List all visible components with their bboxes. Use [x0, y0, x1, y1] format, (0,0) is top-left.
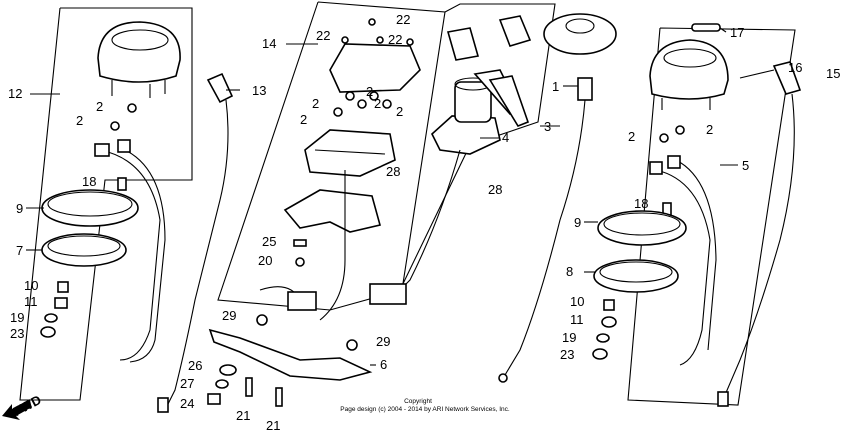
callout-5: 5 [742, 158, 749, 173]
gasket-17 [691, 23, 721, 32]
indicator-panel [304, 129, 396, 177]
callout-18: 18 [82, 174, 96, 189]
callout-2: 2 [366, 84, 373, 99]
callout-2: 2 [396, 104, 403, 119]
meter-ring-7-left [41, 233, 127, 267]
seat-lock-set [446, 15, 532, 61]
meter-bracket-6 [208, 314, 373, 381]
meter-housing-left [97, 21, 181, 98]
callout-12: 12 [8, 86, 22, 101]
small-hardware-left [40, 177, 127, 338]
fuel-filler-cap [543, 13, 617, 55]
callout-24: 24 [180, 396, 194, 411]
meter-ring-8-right [593, 259, 679, 293]
meter-lens-9-right [597, 210, 687, 246]
assembly-frame-left [19, 7, 193, 401]
bracket-hardware [207, 364, 283, 407]
callout-28: 28 [488, 182, 502, 197]
callout-19: 19 [562, 330, 576, 345]
callout-10: 10 [24, 278, 38, 293]
callout-29: 29 [376, 334, 390, 349]
cable-13 [157, 72, 234, 413]
callout-2: 2 [96, 99, 103, 114]
callout-2: 2 [374, 96, 381, 111]
forward-label: FWD [10, 392, 43, 419]
callout-28: 28 [386, 164, 400, 179]
wire-harness-center [259, 170, 346, 321]
callout-18: 18 [634, 196, 648, 211]
cable-1 [498, 77, 593, 383]
callout-3: 3 [544, 119, 551, 134]
callout-22: 22 [396, 12, 410, 27]
callout-14: 14 [262, 36, 276, 51]
callout-23: 23 [10, 326, 24, 341]
callout-9: 9 [16, 201, 23, 216]
copyright-line-2: Page design (c) 2004 - 2014 by ARI Netwo… [340, 406, 510, 413]
ignition-wiring [369, 149, 461, 305]
callout-17: 17 [730, 25, 744, 40]
callout-2: 2 [628, 129, 635, 144]
callout-21: 21 [236, 408, 250, 423]
callout-8: 8 [566, 264, 573, 279]
small-hardware-right [592, 299, 617, 360]
callout-7: 7 [16, 243, 23, 258]
callout-25: 25 [262, 234, 276, 249]
cable-15 [717, 61, 802, 407]
callout-21: 21 [266, 418, 280, 433]
stay-bracket [283, 189, 381, 267]
callout-6: 6 [380, 357, 387, 372]
callout-22: 22 [316, 28, 330, 43]
callout-29: 29 [222, 308, 236, 323]
handlebar-upper-holder [329, 18, 421, 117]
callout-10: 10 [570, 294, 584, 309]
meter-wiring-left [94, 139, 166, 363]
callout-4: 4 [502, 130, 509, 145]
callout-11: 11 [24, 294, 38, 309]
callout-2: 2 [312, 96, 319, 111]
callout-26: 26 [188, 358, 202, 373]
callout-23: 23 [560, 347, 574, 362]
callout-15: 15 [826, 66, 840, 81]
forward-arrow-icon [2, 400, 32, 420]
callout-22: 22 [388, 32, 402, 47]
meter-wiring-right [649, 155, 717, 366]
assembly-frame-center [217, 1, 556, 311]
meter-housing-right [649, 39, 729, 110]
callout-11: 11 [570, 312, 584, 327]
meter-bulb-right [659, 125, 685, 143]
ignition-keys [473, 69, 530, 127]
callout-27: 27 [180, 376, 194, 391]
callout-9: 9 [574, 215, 581, 230]
callout-2: 2 [300, 112, 307, 127]
callout-13: 13 [252, 83, 266, 98]
leader-lines [26, 27, 775, 366]
callout-16: 16 [788, 60, 802, 75]
callout-2: 2 [706, 122, 713, 137]
ignition-switch [431, 77, 501, 155]
callout-19: 19 [10, 310, 24, 325]
copyright-line-1: Copyright [404, 398, 432, 405]
meter-bulb-left [110, 103, 137, 131]
meter-lens-9-left [41, 189, 139, 227]
callout-labels: 12 2 2 18 9 7 10 11 19 23 13 14 22 22 22… [8, 12, 840, 433]
callout-20: 20 [258, 253, 272, 268]
callout-1: 1 [552, 79, 559, 94]
callout-2: 2 [76, 113, 83, 128]
